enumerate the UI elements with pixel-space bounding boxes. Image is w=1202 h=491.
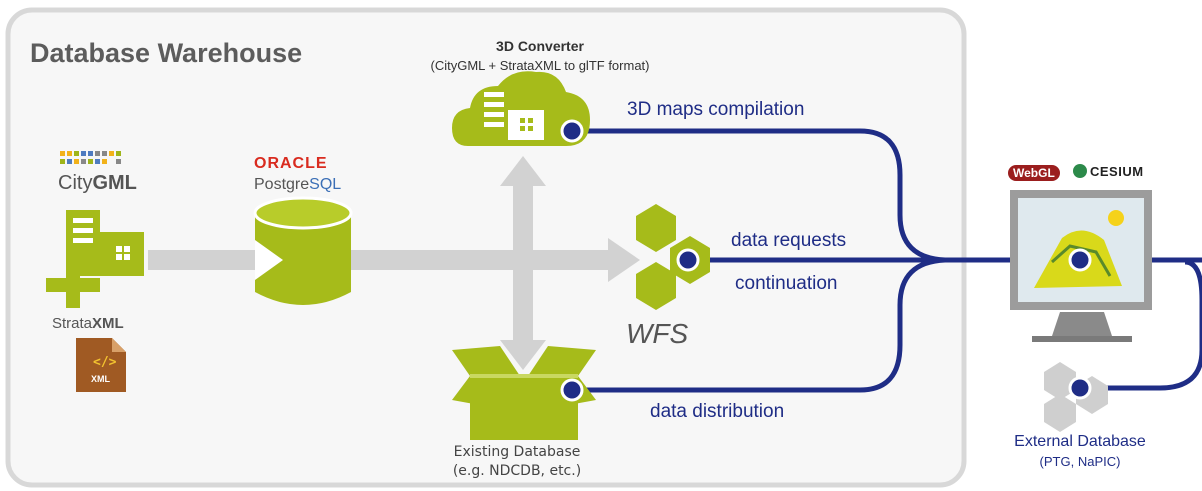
converter-title: 3D Converter: [496, 38, 584, 54]
oracle-logo: ORACLE: [254, 155, 328, 172]
webgl-logo: WebGL: [1008, 165, 1060, 181]
existing-database-label: Existing Database (e.g. NDCDB, etc.): [432, 443, 602, 481]
postgresql-logo: PostgreSQL: [254, 176, 341, 194]
citygml-logo-icon: [60, 151, 121, 164]
converter-subtitle: (CityGML + StrataXML to glTF format): [430, 58, 650, 73]
flow-label-compilation: 3D maps compilation: [627, 99, 805, 120]
warehouse-title: Database Warehouse: [30, 38, 303, 68]
postgres-prefix: Postgre: [254, 176, 310, 193]
external-database-title: External Database: [1014, 433, 1146, 450]
open-box-icon: [452, 346, 596, 440]
converter-cloud-icon: [452, 71, 590, 146]
external-database-subtitle: (PTG, NaPIC): [1039, 454, 1121, 469]
strataxml-label: StrataXML: [52, 315, 124, 332]
existing-db-line2: (e.g. NDCDB, etc.): [452, 463, 582, 479]
flow-label-distribution: data distribution: [650, 401, 785, 422]
flow-label-requests: data requests: [731, 230, 847, 251]
postgres-suffix: SQL: [309, 176, 342, 193]
strata-prefix: Strata: [52, 315, 93, 332]
flow-label-continuation: continuation: [735, 273, 838, 294]
citygml-label: CityGML: [58, 172, 137, 195]
citygml-prefix: City: [58, 172, 93, 194]
building-plus-icon: [46, 210, 144, 308]
database-icon: [253, 196, 353, 305]
svg-text:</>: </>: [93, 355, 117, 370]
cesium-logo: CESIUM: [1090, 164, 1144, 179]
xml-badge-label: XML: [91, 374, 110, 384]
cesium-logo-icon: [1073, 164, 1087, 178]
xml-file-icon: </>: [76, 338, 126, 392]
wfs-label: WFS: [626, 318, 689, 349]
connection-dots: [560, 119, 1092, 402]
existing-db-line1: Existing Database: [453, 444, 581, 460]
citygml-bold: GML: [92, 172, 137, 194]
strata-bold: XML: [92, 315, 124, 332]
